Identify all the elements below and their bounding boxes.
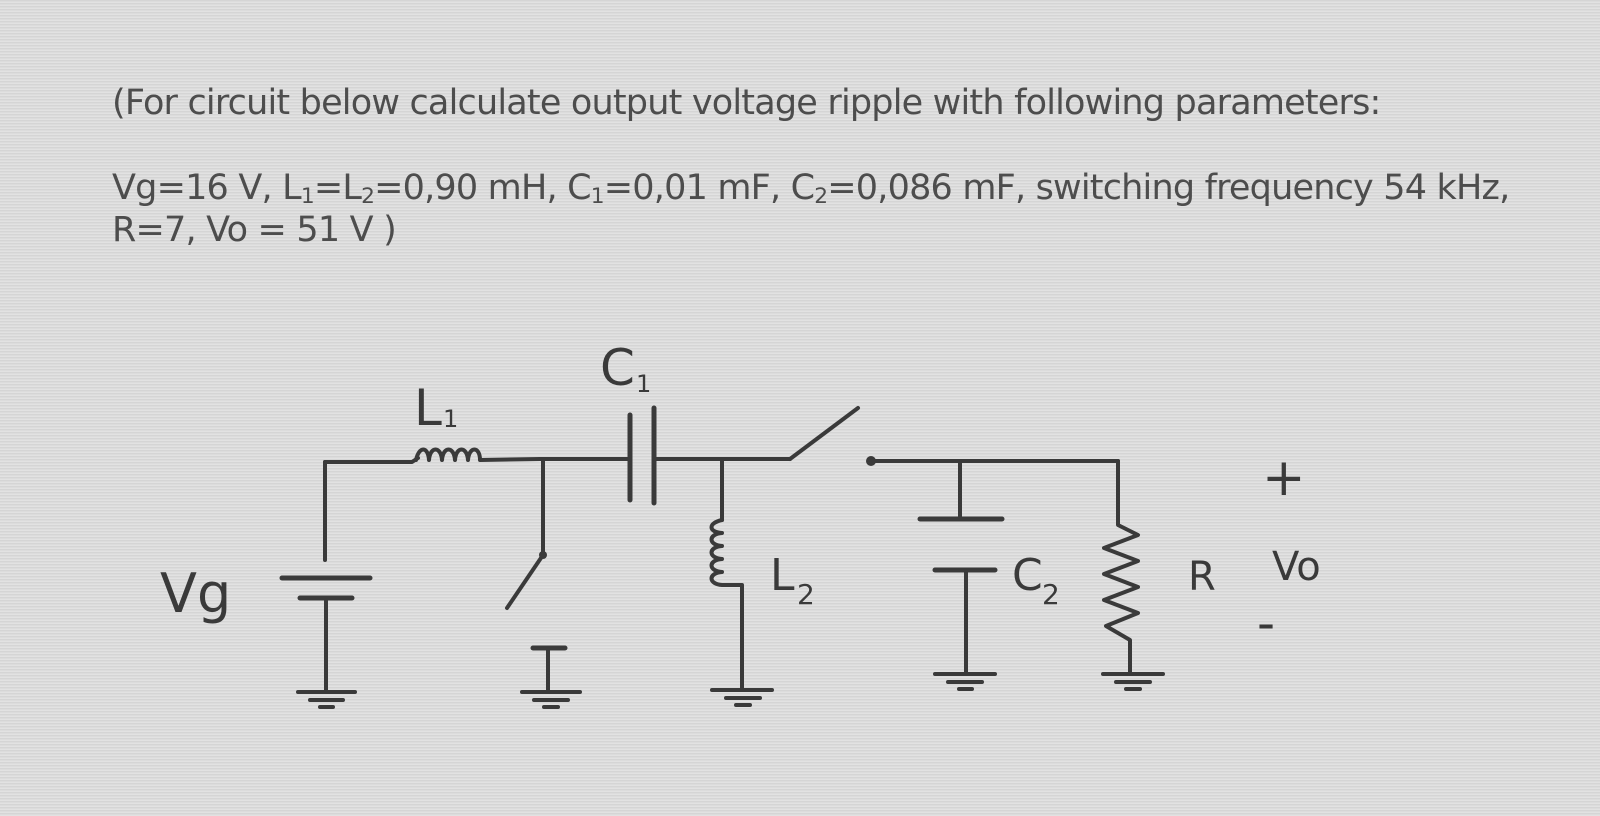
label-l2: L [770, 550, 795, 601]
problem-parameters: Vg=16 V, L1=L2=0,90 mH, C1=0,01 mF, C2=0… [112, 167, 1532, 251]
param-vg-value: =16 V, [156, 168, 283, 208]
param-line2: R=7, Vo = 51 V ) [112, 210, 397, 250]
param-l1-label: L [282, 168, 301, 208]
label-vo-plus: + [1262, 448, 1306, 508]
param-c1-sub: 1 [590, 183, 605, 209]
param-c2-value: =0,086 mF, switching frequency 54 kHz, [827, 168, 1510, 208]
param-c1-label: C [567, 168, 591, 208]
inductor-l2 [709, 518, 744, 692]
ground-vg [296, 690, 357, 709]
label-c2: C [1012, 550, 1043, 601]
param-l2-label: =L [313, 168, 362, 208]
problem-intro: (For circuit below calculate output volt… [112, 83, 1381, 123]
ground-r [1101, 672, 1165, 691]
label-vo-minus: - [1257, 594, 1275, 652]
param-c2-label: C [790, 168, 815, 208]
switch-s1 [505, 553, 545, 610]
label-c1: C [600, 339, 635, 397]
param-vg-label: Vg [112, 168, 157, 208]
ground-c2 [933, 672, 997, 691]
label-c2-sub: 2 [1042, 578, 1060, 611]
ground-s1 [520, 690, 582, 709]
param-l1-sub: 1 [300, 183, 315, 209]
switch-s2 [788, 406, 860, 461]
resistor-r [1102, 459, 1140, 674]
wire-vg-to-l1 [323, 456, 420, 464]
label-vg: Vg [160, 562, 231, 625]
label-l1-sub: 1 [443, 405, 458, 433]
param-c1-value: =0,01 mF, [603, 168, 791, 208]
voltage-source [279, 460, 373, 692]
label-l2-sub: 2 [797, 578, 815, 611]
problem-statement: (For circuit below calculate output volt… [112, 82, 1562, 251]
param-l-value: =0,90 mH, [374, 168, 568, 208]
label-vo: Vo [1272, 544, 1321, 590]
param-l2-sub: 2 [361, 183, 375, 209]
inductor-l1 [414, 447, 542, 462]
param-c2-sub: 2 [814, 183, 828, 209]
label-c1-sub: 1 [636, 370, 651, 398]
label-r: R [1188, 554, 1216, 600]
label-l1: L [414, 379, 442, 437]
ground-l2 [710, 688, 774, 707]
